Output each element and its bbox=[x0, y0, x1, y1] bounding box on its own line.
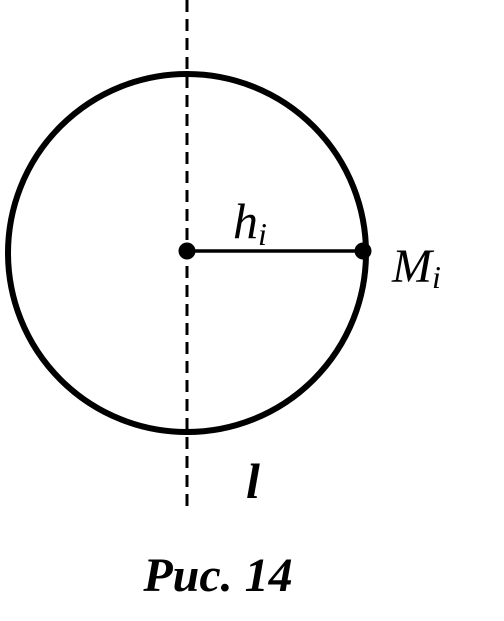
figure-caption: Рис. 14 bbox=[142, 549, 292, 602]
label-h-subscript: i bbox=[258, 216, 267, 252]
label-h-symbol: h bbox=[233, 193, 258, 249]
label-m-subscript: i bbox=[432, 259, 441, 295]
label-m-symbol: M bbox=[391, 240, 435, 293]
center-point bbox=[178, 242, 196, 260]
point-m-i bbox=[354, 242, 372, 260]
label-axis-l: l bbox=[246, 453, 260, 509]
label-m-i: Mi bbox=[391, 240, 441, 295]
label-h-i: hi bbox=[233, 193, 267, 252]
